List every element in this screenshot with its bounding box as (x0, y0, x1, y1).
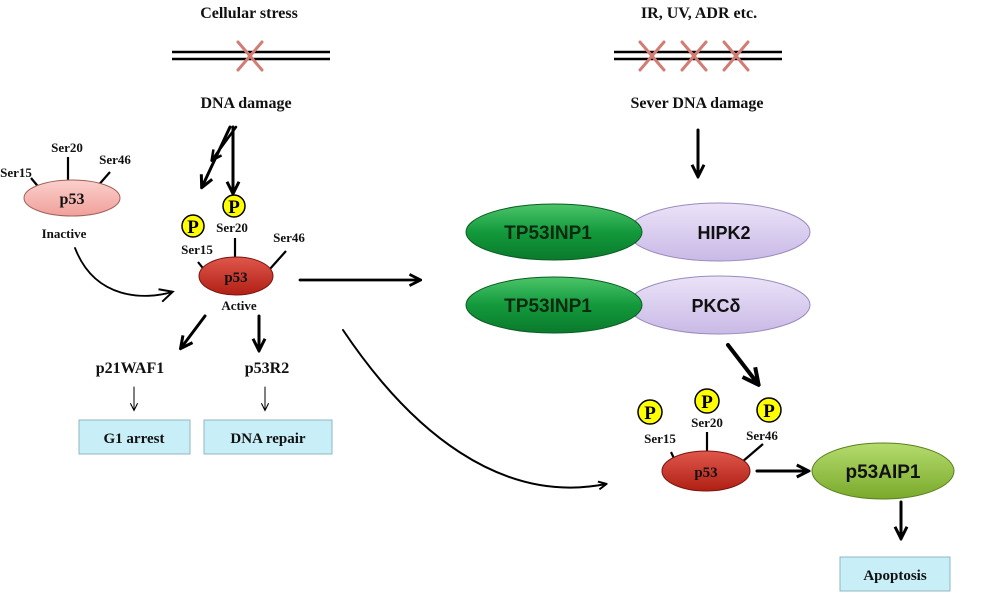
right-site-ser46: Ser46 (746, 428, 778, 443)
svg-text:P: P (228, 197, 240, 218)
dna-damage-label: DNA damage (200, 95, 291, 112)
inactive-site-ser20: Ser20 (51, 140, 83, 155)
dna-double-strand-single-break-icon (172, 40, 330, 72)
arrow-damage-secondary (212, 125, 238, 160)
active-p53-node: p53 Ser15 Ser20 Ser46 Active (181, 220, 305, 313)
dna-repair-box: DNA repair (203, 419, 333, 455)
active-p53-label: p53 (224, 270, 247, 286)
arrow-complexes-to-p53 (726, 343, 758, 384)
dna-repair-label: DNA repair (230, 431, 305, 447)
g1-arrest-box: G1 arrest (78, 419, 191, 455)
right-phospho-ser15-icon: P (637, 399, 663, 425)
p53r2-label: p53R2 (245, 360, 289, 377)
svg-text:P: P (701, 392, 713, 413)
svg-text:P: P (644, 403, 656, 424)
inactive-site-ser46: Ser46 (99, 152, 131, 167)
g1-arrest-label: G1 arrest (104, 431, 165, 447)
phospho-ser15-icon: P (181, 214, 205, 238)
cellular-stress-label: Cellular stress (200, 5, 298, 22)
p53aip1-label: p53AIP1 (846, 462, 921, 483)
arrow-to-p21waf1 (181, 314, 207, 348)
tp53inp1-label-1: TP53INP1 (504, 223, 592, 244)
sever-dna-damage-label: Sever DNA damage (630, 95, 763, 112)
arrow-damage-to-ser15 (202, 125, 232, 187)
complex-tp53inp1-pkcdelta: TP53INP1 PKCδ (465, 275, 811, 335)
p21waf1-label: p21WAF1 (96, 360, 164, 377)
right-site-ser15: Ser15 (644, 431, 676, 446)
pkcdelta-label: PKCδ (692, 296, 741, 316)
active-site-ser15: Ser15 (181, 242, 213, 257)
active-site-ser46: Ser46 (273, 230, 305, 245)
inactive-state-label: Inactive (42, 226, 87, 241)
active-state-label: Active (221, 298, 257, 313)
right-p53-node: p53 Ser15 Ser20 Ser46 (644, 415, 778, 492)
ir-uv-adr-label: IR, UV, ADR etc. (641, 5, 757, 22)
svg-text:P: P (187, 217, 199, 238)
dna-double-strand-multiple-breaks-icon (614, 40, 782, 72)
complex-tp53inp1-hipk2: TP53INP1 HIPK2 (465, 202, 811, 262)
svg-text:P: P (763, 401, 775, 422)
right-phospho-ser20-icon: P (694, 388, 720, 414)
p53aip1-node: p53AIP1 (811, 442, 955, 500)
right-site-ser20: Ser20 (691, 415, 723, 430)
tp53inp1-label-2: TP53INP1 (504, 296, 592, 317)
phospho-ser20-icon: P (222, 194, 246, 218)
inactive-site-ser15: Ser15 (0, 165, 32, 180)
apoptosis-label: Apoptosis (863, 568, 927, 584)
active-site-ser20: Ser20 (216, 220, 248, 235)
right-p53-label: p53 (694, 465, 717, 481)
right-phospho-ser46-icon: P (756, 397, 782, 423)
arrow-p53-to-right-p53 (342, 329, 606, 488)
inactive-p53-label: p53 (60, 191, 85, 208)
apoptosis-box: Apoptosis (839, 556, 951, 592)
inactive-p53-node: p53 Ser15 Ser20 Ser46 Inactive (0, 140, 131, 241)
hipk2-label: HIPK2 (697, 223, 750, 243)
arrow-activation (74, 247, 172, 296)
